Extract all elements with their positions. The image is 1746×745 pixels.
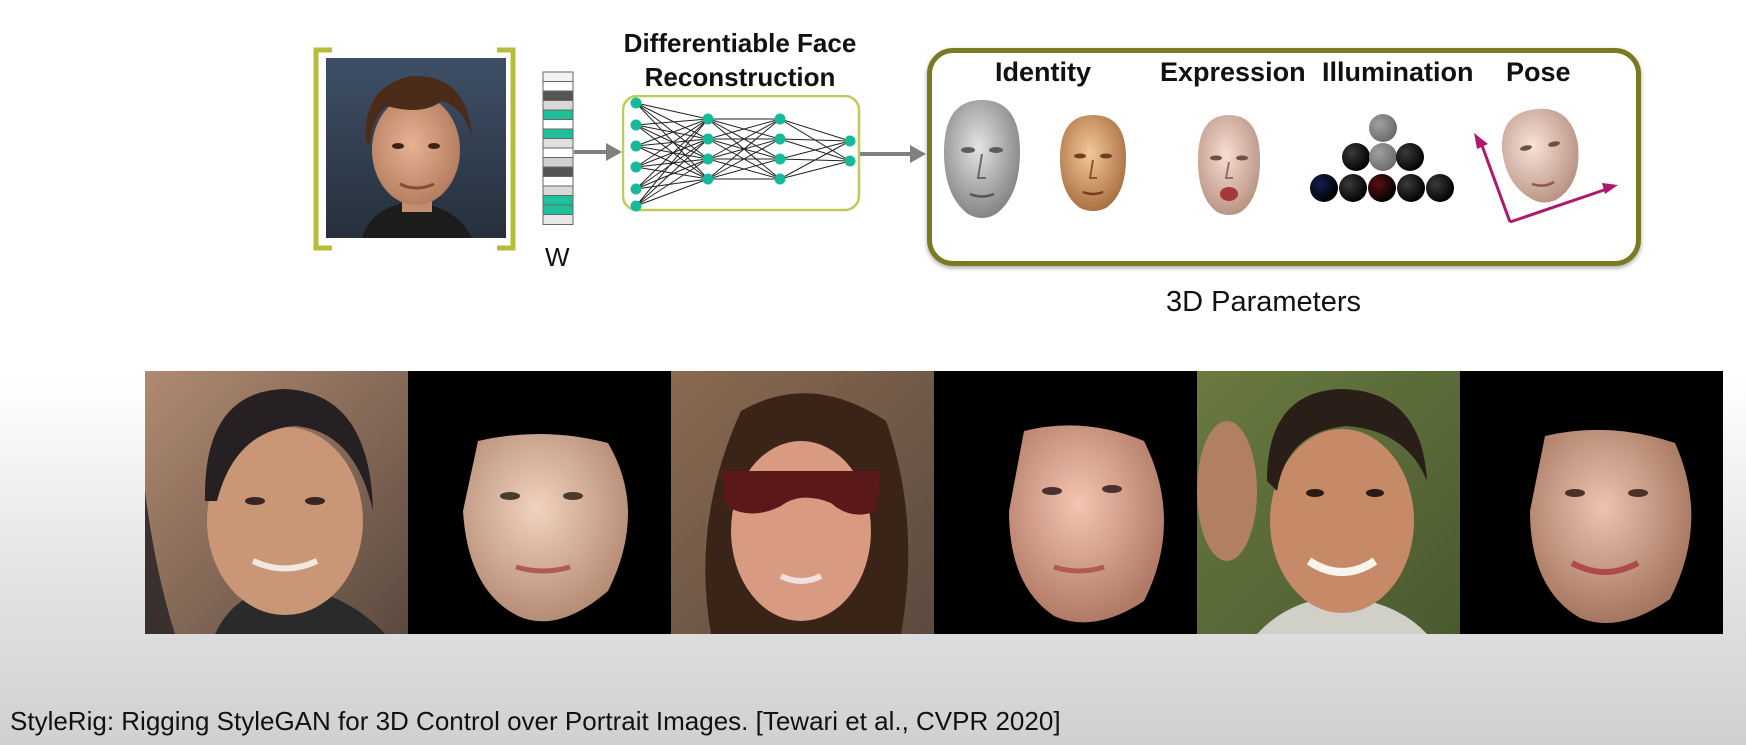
network-node: [702, 113, 714, 125]
identity-face-gray: [944, 100, 1020, 218]
network-node: [630, 200, 642, 212]
expression-face: [1198, 115, 1260, 215]
citation-text: StyleRig: Rigging StyleGAN for 3D Contro…: [10, 706, 1061, 736]
illumination-sphere: [1342, 143, 1370, 171]
arrow-to-network: [574, 143, 622, 161]
network-node: [702, 153, 714, 165]
illumination-sphere: [1310, 174, 1338, 202]
arrow-to-parameters: [860, 145, 926, 163]
network-edge: [779, 140, 851, 160]
network-title: Differentiable Face Reconstruction: [600, 26, 880, 94]
network-edge: [707, 118, 781, 140]
network-node: [844, 155, 856, 167]
network-edge: [635, 178, 709, 207]
network-node: [630, 183, 642, 195]
network-node: [630, 140, 642, 152]
network-edge: [707, 158, 781, 180]
illumination-sphere: [1369, 143, 1397, 171]
identity-label: Identity: [995, 57, 1092, 87]
illumination-spheres: [1310, 114, 1454, 202]
result-photo-3: [1197, 371, 1460, 634]
network-edge: [635, 138, 709, 207]
network-edge: [635, 118, 709, 126]
network-node: [774, 133, 786, 145]
illumination-sphere: [1426, 174, 1454, 202]
network-edge: [635, 118, 709, 190]
network-edge: [779, 118, 851, 142]
network-edge: [635, 102, 709, 180]
network-node: [702, 133, 714, 145]
network-edge: [779, 140, 851, 180]
network-edge: [635, 178, 709, 190]
render-1: [408, 371, 671, 634]
identity-face-tan: [1060, 115, 1126, 211]
result-photo-2: [671, 371, 934, 634]
network-edge: [635, 138, 709, 168]
pose-label: Pose: [1506, 57, 1571, 87]
network-edge: [635, 118, 709, 207]
network-edge: [635, 118, 709, 168]
result-photo-1: [145, 371, 408, 634]
neural-network: [622, 95, 861, 212]
network-edge: [635, 102, 709, 120]
network-edge: [707, 118, 781, 160]
illumination-label: Illumination: [1322, 57, 1474, 87]
network-edge: [635, 118, 709, 147]
network-node: [844, 135, 856, 147]
results-strip: [145, 371, 1723, 634]
expression-label: Expression: [1160, 57, 1306, 87]
network-frame: [622, 95, 861, 212]
network-edge: [707, 118, 781, 180]
latent-code-bar: [542, 71, 574, 225]
network-node: [630, 97, 642, 109]
network-node: [774, 173, 786, 185]
render-3: [1460, 371, 1723, 634]
network-edge: [635, 158, 709, 190]
network-edge: [707, 138, 781, 180]
network-edge: [635, 138, 709, 190]
illumination-sphere: [1396, 143, 1424, 171]
input-portrait: [313, 47, 516, 251]
network-edge: [779, 138, 851, 142]
network-node: [774, 153, 786, 165]
network-node: [630, 119, 642, 131]
network-title-line2: Reconstruction: [644, 62, 836, 92]
network-title-line1: Differentiable Face: [623, 28, 857, 58]
network-edge: [635, 158, 709, 207]
latent-code-label: W: [545, 242, 570, 272]
illumination-sphere: [1339, 174, 1367, 202]
network-node: [630, 161, 642, 173]
illumination-sphere: [1368, 174, 1396, 202]
pose-axes: [1474, 108, 1618, 224]
network-node: [702, 173, 714, 185]
illumination-sphere: [1369, 114, 1397, 142]
parameters-caption: 3D Parameters: [1166, 286, 1362, 318]
network-node: [774, 113, 786, 125]
network-edge: [779, 160, 851, 180]
illumination-sphere: [1397, 174, 1425, 202]
render-2: [934, 371, 1197, 634]
